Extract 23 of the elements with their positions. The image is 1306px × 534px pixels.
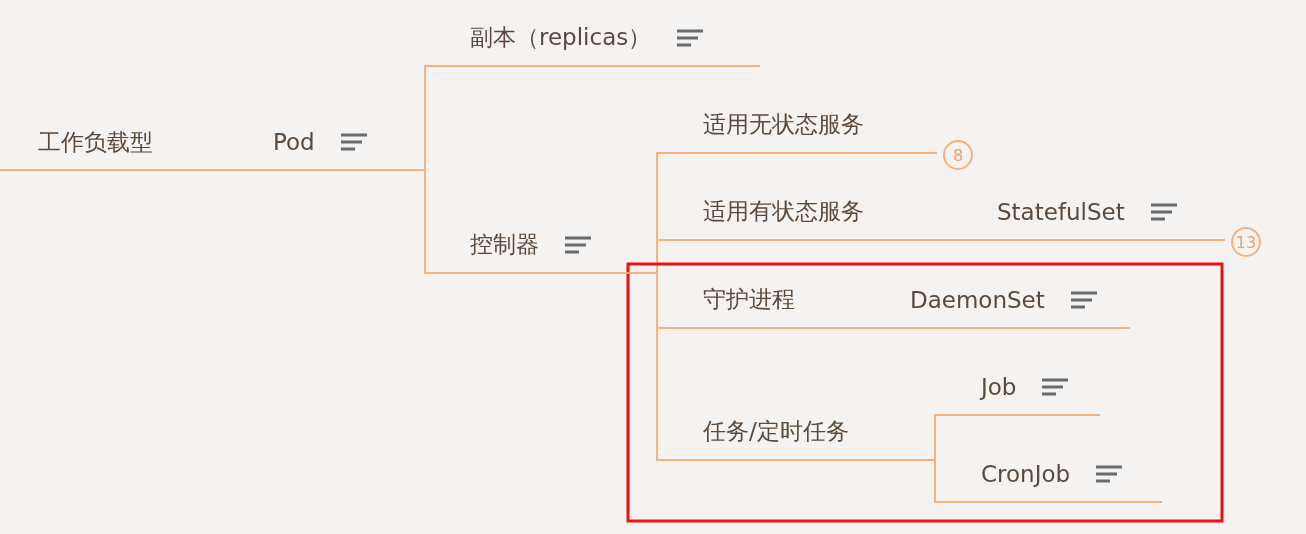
connector-line	[656, 239, 673, 274]
count-badge: 8	[943, 140, 973, 170]
connector-line	[934, 459, 951, 503]
connector-line	[871, 327, 886, 329]
topic-label: StatefulSet	[997, 198, 1125, 225]
count-badge: 13	[1231, 227, 1261, 257]
connector-line	[424, 169, 441, 274]
connector-line	[656, 272, 673, 461]
topic-label: CronJob	[981, 461, 1071, 487]
connector-line	[934, 414, 951, 461]
topic-label: 守护进程	[703, 285, 795, 314]
connector-line	[224, 169, 246, 171]
connector-line	[961, 239, 976, 241]
topic-label: 任务/定时任务	[703, 417, 849, 446]
topic-label: DaemonSet	[910, 286, 1045, 313]
topic-label: 控制器	[470, 230, 539, 259]
connector-line	[424, 65, 441, 171]
topic-label: 工作负载型	[38, 127, 153, 157]
topic-label: Pod	[273, 129, 315, 155]
topic-label: 副本（replicas）	[470, 23, 652, 52]
topic-label: 适用有状态服务	[703, 197, 864, 226]
topic-label: 适用无状态服务	[703, 110, 864, 139]
topic-label: Job	[981, 374, 1017, 400]
